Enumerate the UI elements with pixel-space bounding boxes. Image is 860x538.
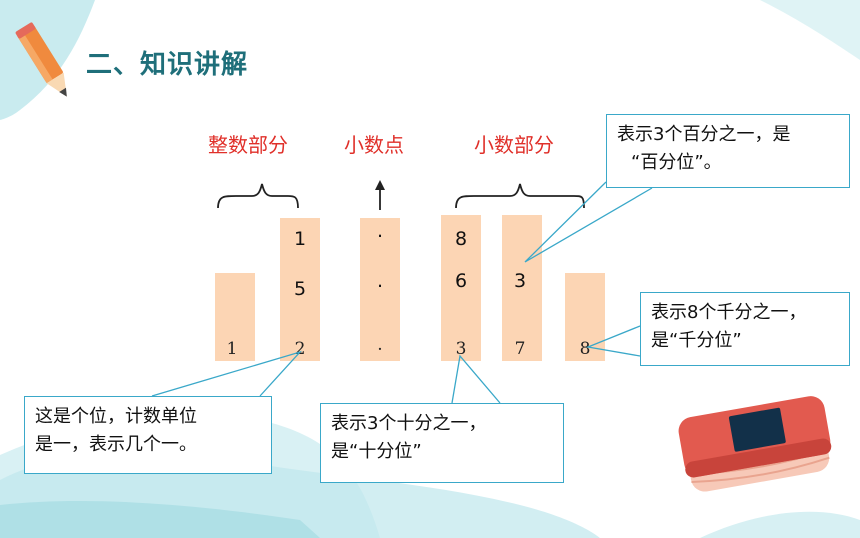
digit-second-point: .: [376, 270, 384, 292]
callout-thousandths-line2: 是“千分位”: [651, 329, 742, 351]
digit-second-tenths: 6: [454, 270, 468, 292]
callout-ones-line2: 是一，表示几个一。: [35, 433, 197, 455]
callout-ones-line1: 这是个位，计数单位: [35, 406, 197, 427]
column-decimal-point: [360, 218, 400, 361]
decimal-point-label: 小数点: [344, 133, 404, 157]
pointer-hundredths: [524, 181, 653, 263]
digit-bottom-tens: 1: [226, 339, 238, 359]
digit-bottom-tenths: 3: [455, 339, 467, 359]
callout-tenths-line2: 是“十分位”: [331, 440, 422, 462]
callout-hundredths: 表示3个百分之一，是 “百分位”。: [606, 114, 850, 188]
callout-thousandths: 表示8个千分之一， 是“千分位”: [640, 292, 850, 366]
digit-bottom-hundredths: 7: [514, 339, 526, 359]
column-tenths: [441, 215, 481, 361]
pointer-ones: [151, 350, 303, 397]
column-thousandths: [565, 273, 605, 361]
decimal-part-label: 小数部分: [474, 133, 554, 157]
digit-bottom-point: .: [377, 335, 383, 355]
top-right-wave: [760, 0, 860, 60]
digit-bottom-ones: 2: [294, 339, 306, 359]
callout-tenths: 表示3个十分之一， 是“十分位”: [320, 403, 564, 483]
bottom-right-wave: [700, 511, 860, 538]
callout-thousandths-line1: 表示8个千分之一，: [651, 302, 807, 323]
column-ones: [280, 218, 320, 361]
digit-second-hundredths: 3: [513, 270, 527, 292]
digit-top-tenths: 8: [454, 228, 468, 250]
digit-top-ones: 1: [293, 228, 307, 250]
digit-top-point: .: [376, 220, 384, 242]
decimal-brace-icon: [455, 183, 585, 209]
page-title: 二、知识讲解: [86, 50, 249, 80]
integer-brace-icon: [217, 183, 299, 209]
pointer-thousandths: [585, 325, 641, 357]
digit-second-ones: 5: [293, 278, 307, 300]
digit-bottom-thousandths: 8: [579, 339, 591, 359]
integer-part-label: 整数部分: [208, 133, 288, 157]
callout-ones: 这是个位，计数单位 是一，表示几个一。: [24, 396, 272, 474]
column-ones-tens: [215, 273, 255, 361]
pointer-tenths: [451, 354, 501, 404]
callout-hundredths-line1: 表示3个百分之一，是: [617, 124, 791, 145]
column-hundredths: [502, 215, 542, 361]
bottom-wave-dark: [0, 500, 320, 538]
book-icon: [678, 396, 832, 492]
callout-tenths-line1: 表示3个十分之一，: [331, 413, 487, 434]
pencil-icon: [15, 22, 67, 97]
callout-hundredths-line2: “百分位”。: [631, 151, 722, 173]
